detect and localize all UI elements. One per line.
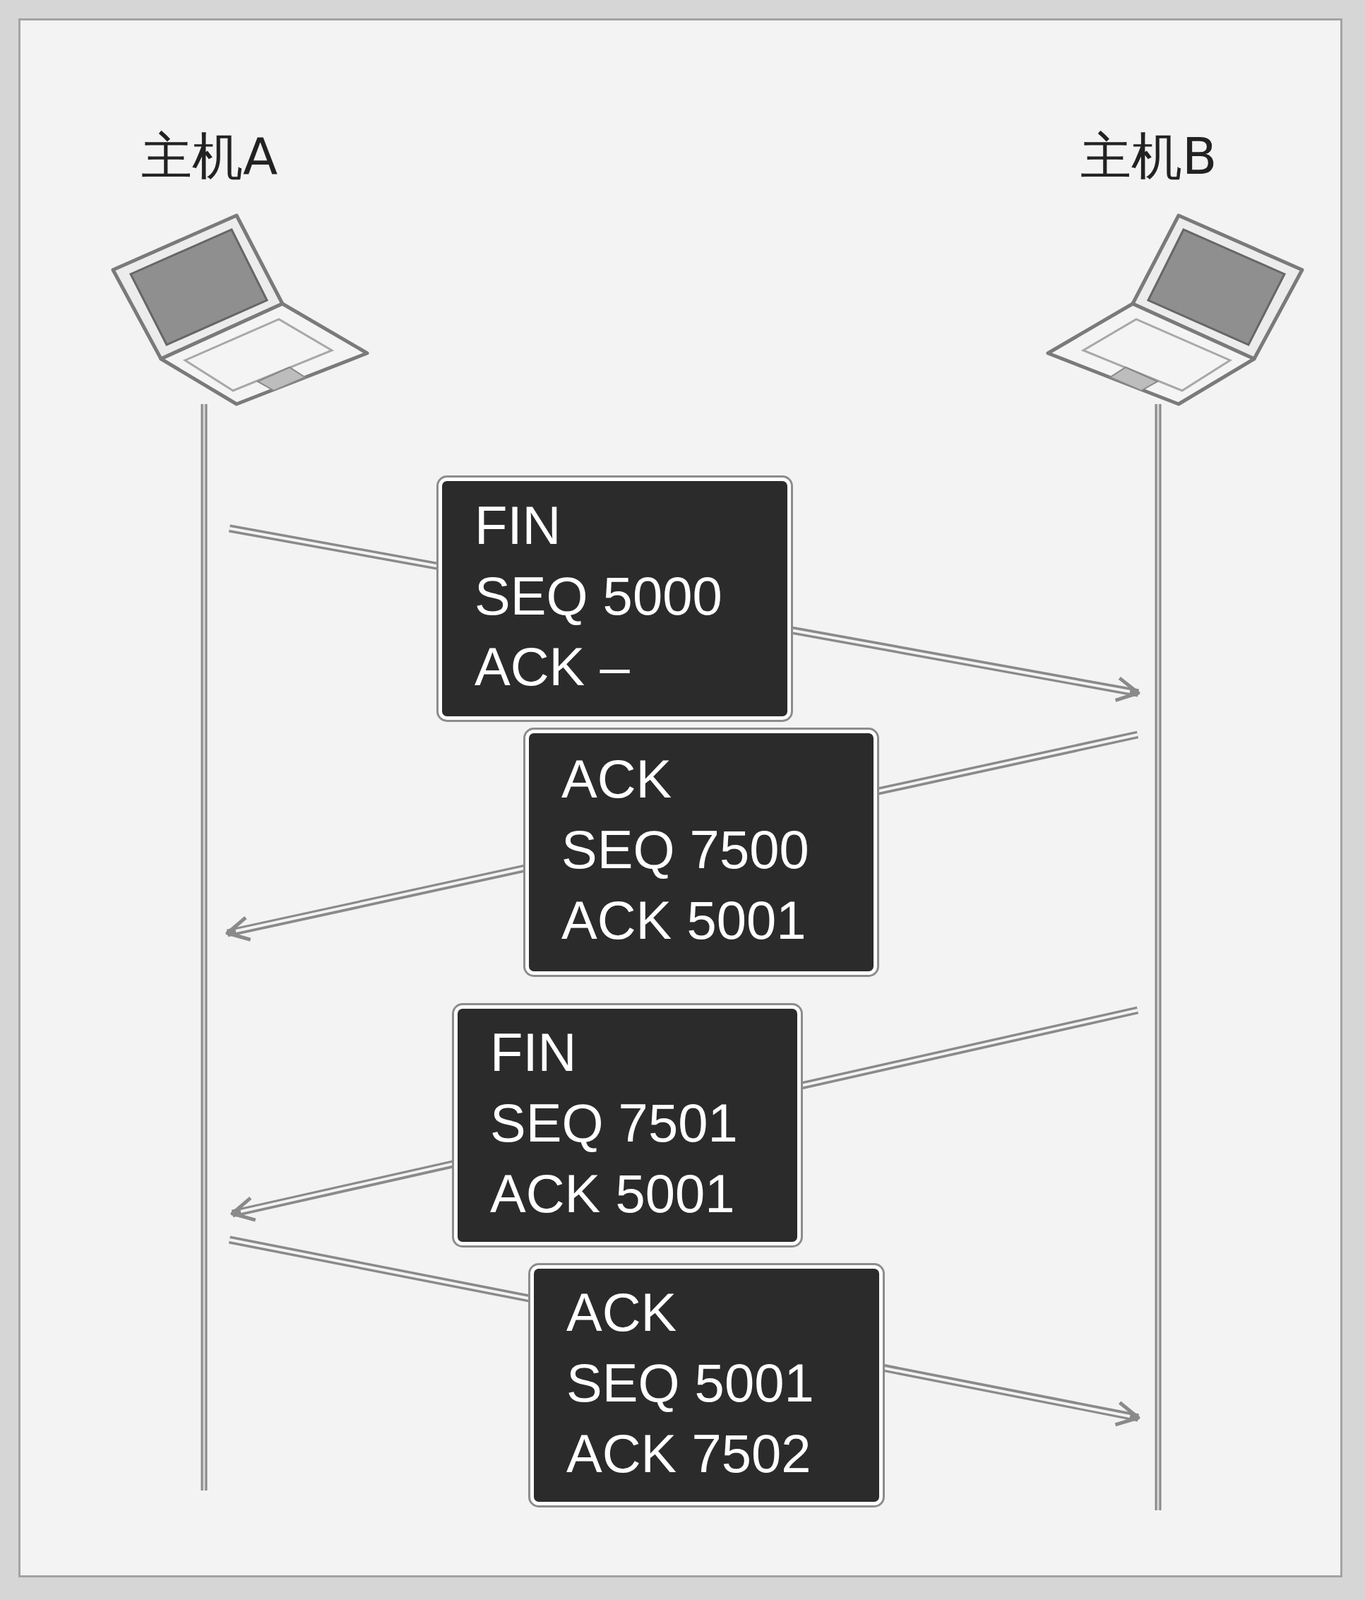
host-label: 主机B: [1080, 128, 1217, 185]
message-field: ACK: [561, 743, 853, 815]
message-field: ACK –: [474, 631, 767, 702]
message-field: FIN: [490, 1016, 777, 1088]
message-box: FINSEQ 7501ACK 5001: [454, 1004, 801, 1245]
message-field: ACK 5001: [561, 884, 853, 956]
message-field: SEQ 5000: [474, 560, 767, 632]
lifeline: [201, 403, 208, 1490]
message-box: ACKSEQ 7500ACK 5001: [525, 729, 878, 975]
message-box: FINSEQ 5000ACK –: [438, 477, 791, 720]
message-field: ACK: [566, 1276, 858, 1348]
message-field: FIN: [474, 490, 767, 561]
lifeline: [1157, 403, 1160, 1510]
host-label: 主机A: [141, 128, 278, 185]
message-field: SEQ 5001: [566, 1347, 858, 1418]
lifeline: [1155, 403, 1162, 1510]
message-field: ACK 5001: [490, 1158, 777, 1229]
message-field: ACK 7502: [566, 1417, 858, 1489]
message-field: SEQ 7500: [561, 814, 853, 885]
lifeline: [203, 403, 206, 1490]
laptop-icon: [112, 215, 368, 404]
message-field: SEQ 7501: [490, 1087, 777, 1159]
laptop-icon: [1047, 215, 1303, 404]
message-box: ACKSEQ 5001ACK 7502: [530, 1264, 883, 1505]
